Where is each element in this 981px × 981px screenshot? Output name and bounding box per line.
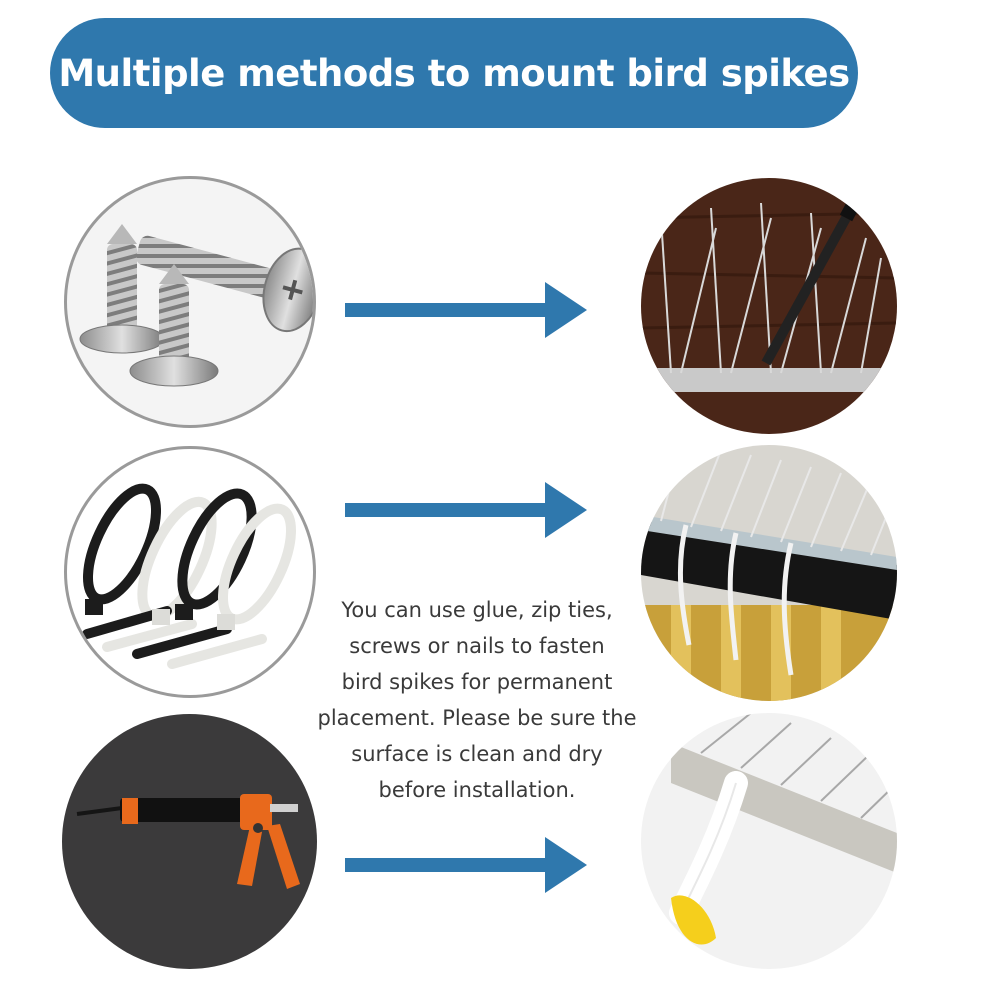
description-text: You can use glue, zip ties, screws or na… xyxy=(312,592,642,808)
arrow-right-icon xyxy=(345,837,587,893)
spikes-glued-icon xyxy=(641,713,897,969)
description-line: surface is clean and dry xyxy=(351,742,603,766)
header-banner: Multiple methods to mount bird spikes xyxy=(50,18,858,128)
description-line: screws or nails to fasten xyxy=(349,634,605,658)
spikes-zip-tied-icon xyxy=(641,445,897,701)
spikes-on-wood-icon xyxy=(641,178,897,434)
screws-icon xyxy=(64,176,316,428)
description-line: You can use glue, zip ties, xyxy=(341,598,613,622)
arrow-right-icon xyxy=(345,282,587,338)
description-line: bird spikes for permanent xyxy=(341,670,613,694)
description-line: before installation. xyxy=(378,778,576,802)
arrow-right-icon xyxy=(345,482,587,538)
zip-ties-icon xyxy=(64,446,316,698)
page-title: Multiple methods to mount bird spikes xyxy=(58,51,850,95)
caulking-gun-icon xyxy=(62,714,317,969)
description-line: placement. Please be sure the xyxy=(317,706,637,730)
